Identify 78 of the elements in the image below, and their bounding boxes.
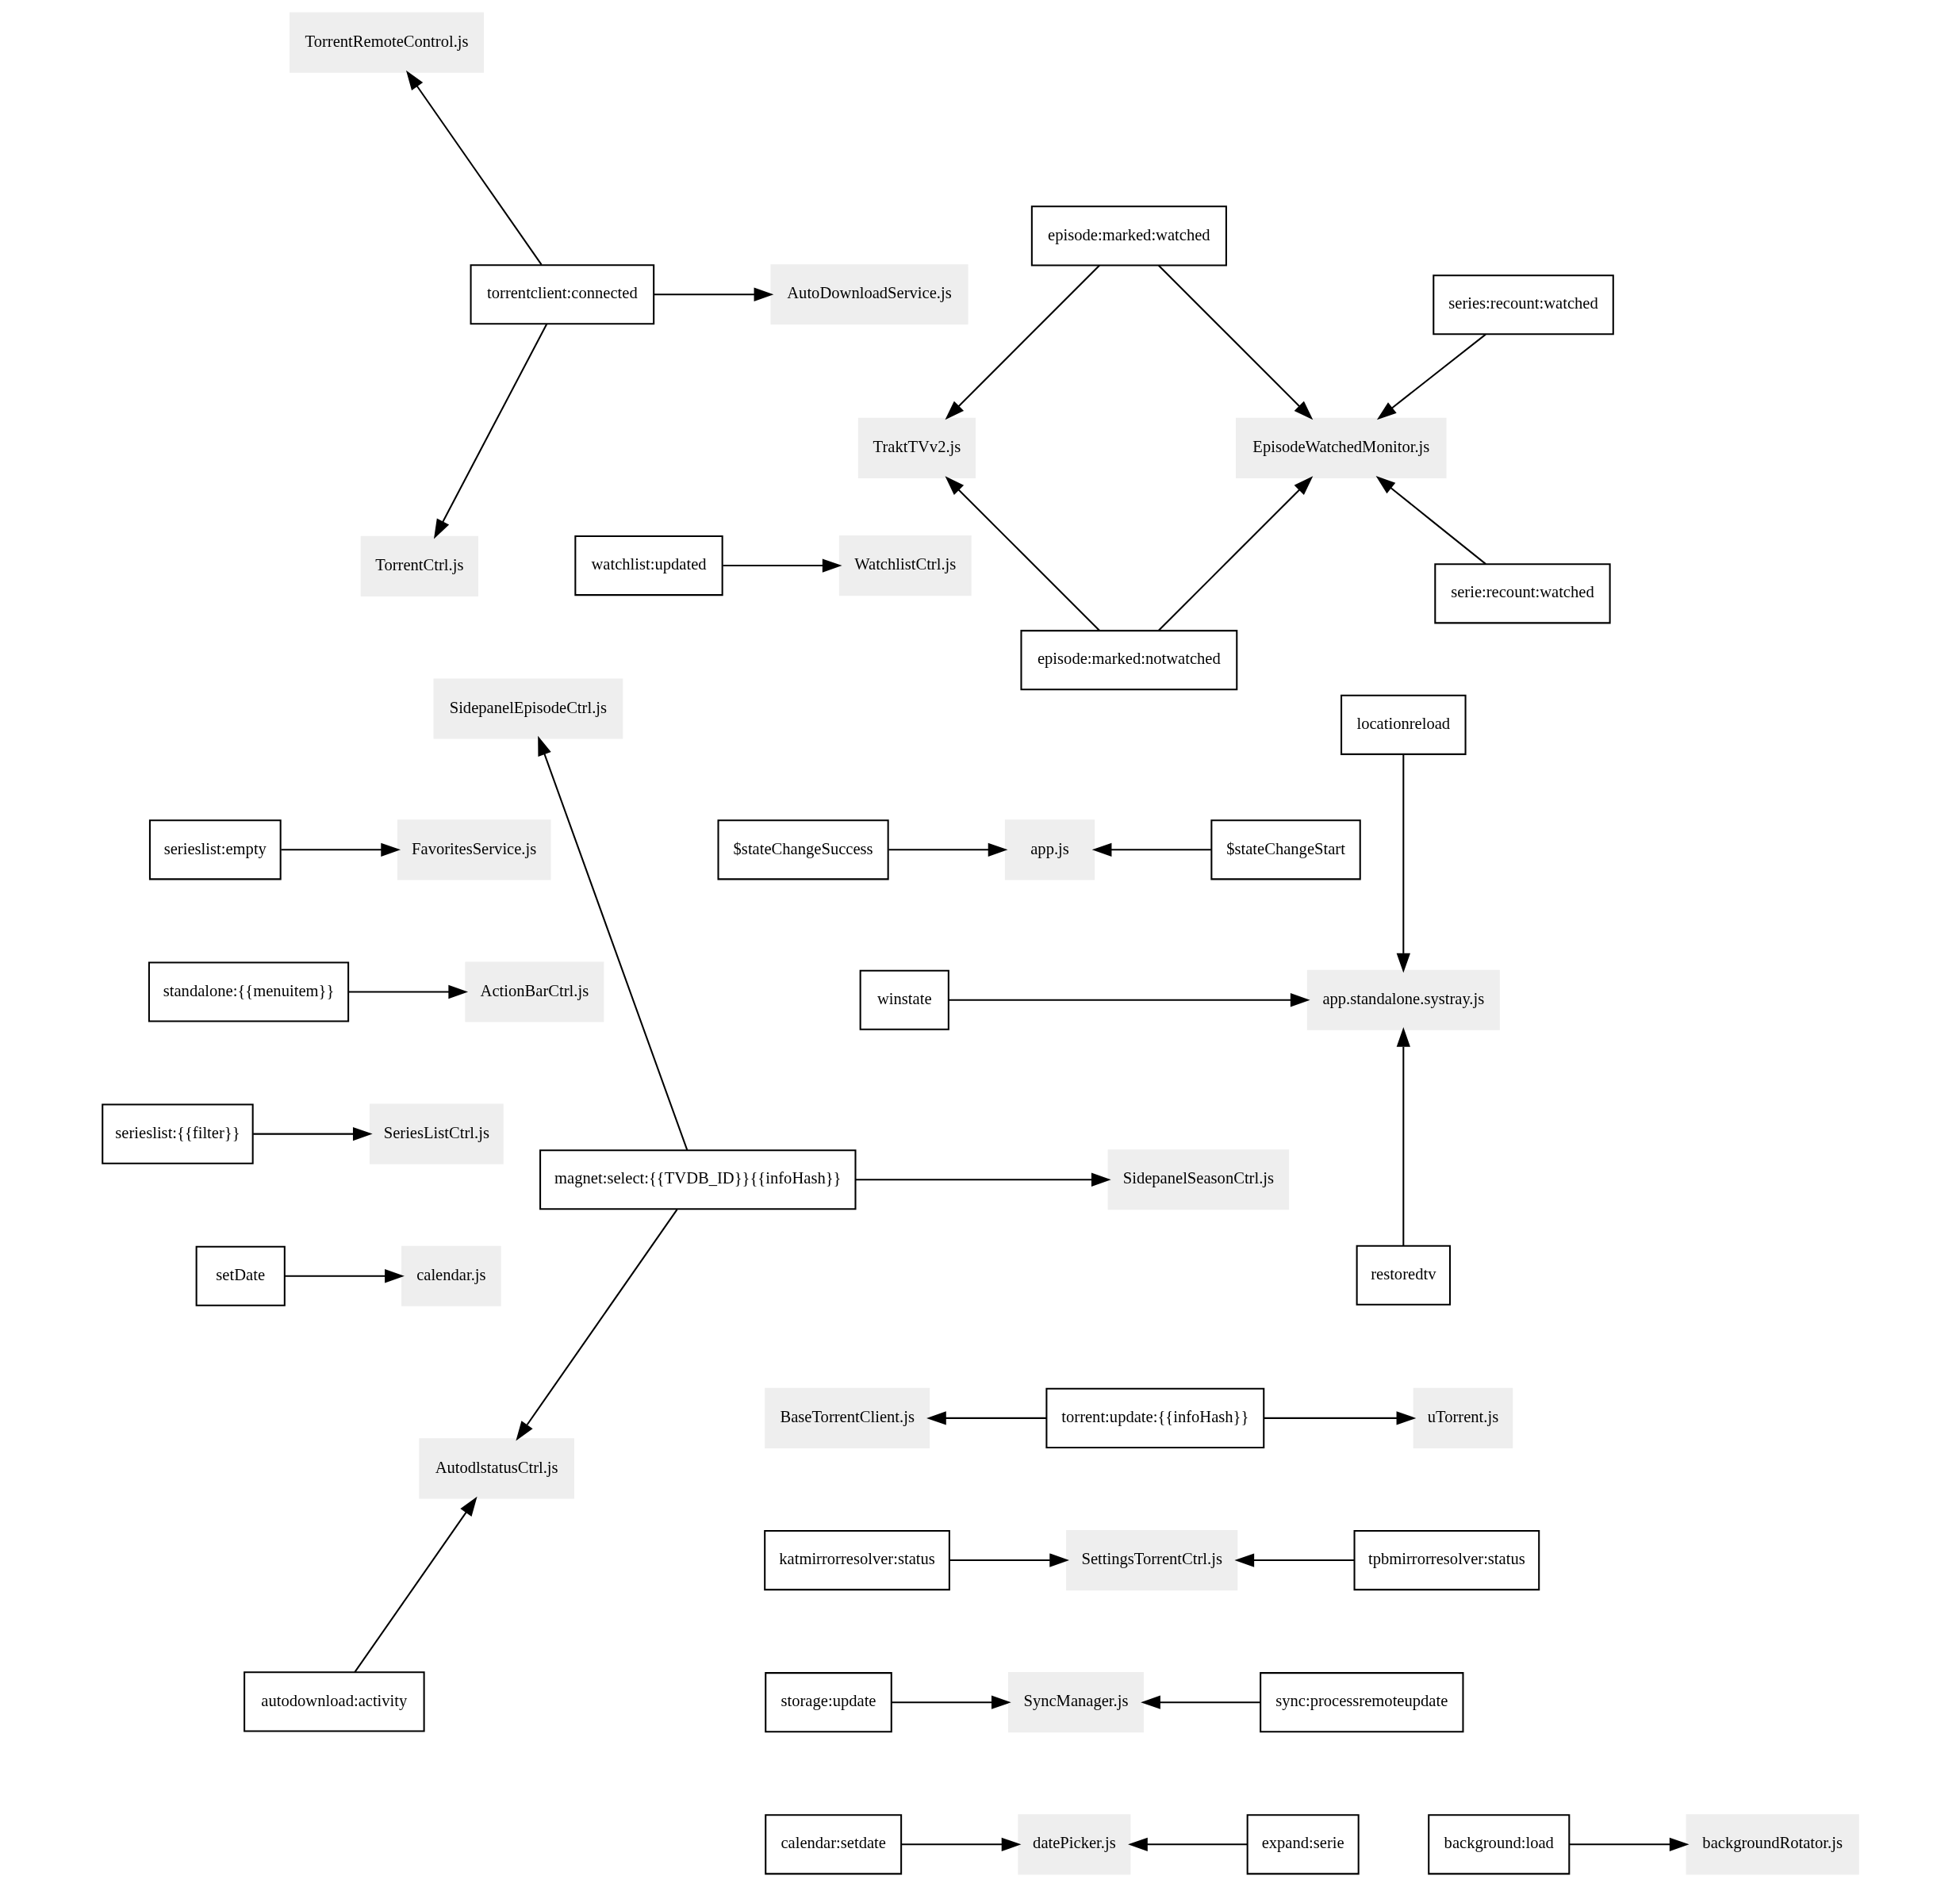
node-box: background:load: [1427, 1814, 1570, 1875]
node-box: episode:marked:watched: [1030, 205, 1227, 267]
node-box: SidepanelEpisodeCtrl.js: [432, 678, 623, 739]
node-box: $stateChangeStart: [1210, 819, 1361, 880]
node-box: sync:processremoteupdate: [1259, 1672, 1463, 1733]
arrow: [855, 1172, 1111, 1187]
node-box: serieslist:{{filter}}: [101, 1103, 254, 1164]
arrow: [1264, 1411, 1416, 1425]
arrow: [1569, 1837, 1690, 1851]
arrow: [515, 1209, 677, 1441]
arrow: [405, 70, 542, 266]
node-box: standalone:{{menuitem}}: [148, 961, 349, 1022]
arrow: [1140, 1695, 1260, 1709]
arrow: [1091, 842, 1211, 857]
arrow: [1376, 333, 1486, 420]
node-box: AutodlstatusCtrl.js: [418, 1438, 574, 1499]
node-box: serieslist:empty: [148, 819, 282, 880]
arrow: [1396, 754, 1410, 973]
node-box: calendar.js: [401, 1245, 501, 1306]
arrow: [654, 287, 773, 301]
node-box: TraktTVv2.js: [857, 417, 976, 478]
arrow: [949, 1553, 1069, 1567]
node-box: autodownload:activity: [243, 1671, 425, 1732]
node-box: uTorrent.js: [1413, 1387, 1513, 1448]
node-box: watchlist:updated: [573, 535, 723, 596]
node-box: torrent:update:{{infoHash}}: [1045, 1387, 1264, 1448]
node-box: SettingsTorrentCtrl.js: [1065, 1529, 1237, 1591]
node-box: tpbmirrorresolver:status: [1353, 1529, 1540, 1591]
node-box: magnet:select:{{TVDB_ID}}{{infoHash}}: [539, 1149, 856, 1210]
node-box: AutoDownloadService.js: [769, 264, 968, 325]
arrow: [948, 993, 1310, 1007]
node-box: restoredtv: [1356, 1245, 1451, 1306]
arrow: [1396, 1027, 1410, 1246]
arrow: [888, 842, 1007, 857]
node-box: TorrentCtrl.js: [360, 535, 478, 597]
arrow: [353, 1496, 478, 1673]
arrow: [348, 984, 468, 999]
arrow: [433, 324, 547, 539]
node-box: TorrentRemoteControl.js: [289, 12, 484, 73]
arrow: [281, 842, 401, 857]
node-box: calendar:setdate: [764, 1814, 902, 1875]
node-box: backgroundRotator.js: [1686, 1814, 1859, 1875]
arrow: [926, 1411, 1046, 1425]
node-box: katmirrorresolver:status: [763, 1529, 950, 1591]
node-box: FavoritesService.js: [397, 819, 550, 880]
node-box: ActionBarCtrl.js: [464, 961, 604, 1022]
node-box: SidepanelSeasonCtrl.js: [1107, 1149, 1289, 1210]
node-box: WatchlistCtrl.js: [838, 535, 972, 596]
node-box: SyncManager.js: [1007, 1672, 1144, 1733]
node-box: setDate: [195, 1245, 286, 1306]
node-box: series:recount:watched: [1432, 274, 1614, 336]
node-box: torrentclient:connected: [470, 264, 654, 325]
arrow: [1375, 475, 1486, 565]
node-box: $stateChangeSuccess: [717, 819, 889, 880]
arrow: [252, 1126, 373, 1141]
arrow: [891, 1695, 1011, 1709]
node-box: storage:update: [764, 1672, 892, 1733]
arrow: [1233, 1553, 1354, 1567]
node-box: winstate: [859, 969, 949, 1030]
node-box: locationreload: [1340, 694, 1467, 755]
node-box: expand:serie: [1246, 1814, 1360, 1875]
node-box: EpisodeWatchedMonitor.js: [1235, 417, 1447, 478]
node-box: app.js: [1004, 819, 1095, 880]
node-box: serie:recount:watched: [1433, 563, 1611, 624]
node-box: BaseTorrentClient.js: [764, 1387, 930, 1448]
arrow: [901, 1837, 1021, 1851]
arrow: [945, 476, 1100, 631]
node-box: datePicker.js: [1017, 1814, 1130, 1875]
arrow: [1127, 1837, 1247, 1851]
arrow: [1157, 264, 1313, 420]
arrow: [537, 735, 688, 1151]
arrow: [723, 558, 842, 573]
arrow: [1157, 476, 1313, 631]
arrow: [945, 264, 1100, 420]
node-box: episode:marked:notwatched: [1019, 630, 1237, 691]
node-box: app.standalone.systray.js: [1306, 969, 1500, 1030]
arrow: [284, 1269, 405, 1283]
node-box: SeriesListCtrl.js: [369, 1103, 504, 1164]
